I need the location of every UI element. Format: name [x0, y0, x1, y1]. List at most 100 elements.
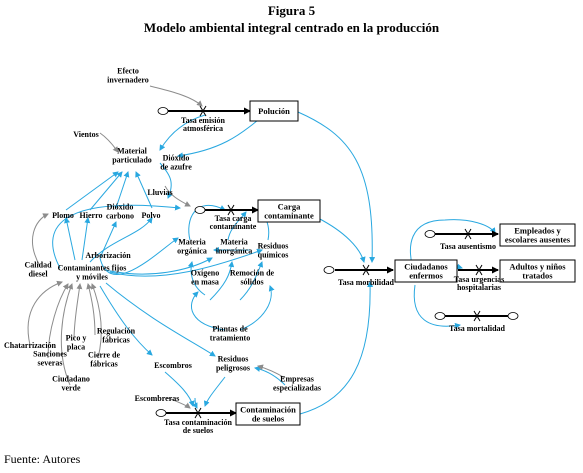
variable-materia_inorg-line: inorgánica — [216, 247, 252, 256]
stock-box-carga — [257, 199, 321, 223]
variable-material-line: Material — [117, 147, 148, 156]
variable-escombros-line: Escombros — [154, 361, 192, 370]
source-note: Fuente: Autores — [4, 452, 81, 466]
cloud-icons — [155, 107, 519, 417]
variable-pico-line: Pico y — [66, 334, 87, 343]
variable-oxigeno-line: en masa — [191, 278, 219, 287]
variable-plantas-line: tratamiento — [210, 334, 250, 343]
variable-regulacion-line: Regulación — [97, 327, 136, 336]
flow-label-tasa_carga-line: contaminante — [210, 222, 257, 231]
variable-chatarrizacion: Chatarrización — [4, 341, 57, 350]
variable-efecto-line: Efecto — [117, 67, 139, 76]
variable-hierro: Hierro — [80, 211, 103, 220]
variable-vientos-line: Vientos — [73, 130, 98, 139]
flow-label-tasa_ausentismo: Tasa ausentismo — [440, 242, 496, 251]
variable-residuos_quim-line: Residuos — [258, 242, 289, 251]
variable-material-line: particulado — [112, 156, 152, 165]
valve-icon — [473, 310, 481, 322]
variable-plomo: Plomo — [52, 211, 74, 220]
flow-label-tasa_ausentismo-line: Tasa ausentismo — [440, 242, 496, 251]
flow-label-tasa_carga-line: Tasa carga — [215, 214, 252, 223]
stock-label-adultos-line: Adultos y niños — [509, 262, 566, 272]
variable-contaminantes-line: Contaminantes fijos — [58, 264, 127, 273]
variable-residuos_pel-line: peligrosos — [216, 364, 250, 373]
figure-subtitle: Modelo ambiental integral centrado en la… — [143, 20, 440, 35]
variable-empresas-line: Empresas — [280, 375, 314, 384]
variable-calidad-line: Calidad — [24, 261, 52, 270]
constant-links — [27, 85, 286, 409]
variable-polvo-line: Polvo — [141, 211, 160, 220]
variable-ciudadano_verde-line: Ciudadano — [52, 375, 90, 384]
variable-materia_inorg-line: Materia — [220, 238, 248, 247]
variable-dioxido_carbono-line: Dióxido — [107, 203, 134, 212]
flow-label-tasa_urgencias-line: Tasa urgencias — [454, 275, 505, 284]
flow-label-tasa_morbilidad-line: Tasa morbilidad — [338, 278, 394, 287]
variable-remocion-line: sólidos — [240, 278, 263, 287]
variable-escombreras-line: Escombreras — [135, 394, 180, 403]
flow-label-tasa_emision-line: Tasa emisión — [181, 116, 225, 125]
stock-box-adultos — [499, 259, 576, 283]
variable-plomo-line: Plomo — [52, 211, 74, 220]
stock-label-carga-line: contaminante — [264, 211, 314, 221]
variable-cierre-line: fábricas — [90, 360, 118, 369]
valve-icons — [194, 105, 483, 419]
stock-label-adultos-line: tratados — [522, 271, 553, 281]
variable-ciudadano_verde-line: verde — [61, 384, 81, 393]
flow-label-tasa_urgencias-line: hospitalarias — [457, 283, 501, 292]
variable-sanciones-line: severas — [38, 359, 63, 368]
variable-dioxido_azufre-line: Dióxido — [163, 154, 190, 163]
cloud-icon — [434, 312, 446, 320]
variable-vientos: Vientos — [73, 130, 98, 139]
variable-dioxido_azufre-line: de azufre — [160, 163, 192, 172]
variable-residuos_quim-line: químicos — [258, 251, 289, 260]
variable-escombros: Escombros — [154, 361, 192, 370]
valve-icon — [475, 264, 483, 276]
stock-box-contam_suelos — [235, 402, 301, 426]
variable-oxigeno-line: Oxígeno — [191, 269, 219, 278]
variable-lluvias: Lluvias — [147, 188, 172, 197]
variable-efecto-line: invernadero — [107, 76, 149, 85]
valve-icon — [464, 228, 472, 240]
variable-cierre-line: Cierre de — [88, 351, 121, 360]
valve-icon — [199, 105, 207, 117]
stock-label-contam_suelos-line: Contaminación — [240, 405, 296, 415]
variable-plantas-line: Plantas de — [212, 325, 248, 334]
valve-icon — [194, 407, 202, 419]
stock-label-polucion: Polución — [258, 106, 290, 116]
cloud-icon — [323, 266, 335, 274]
variable-arborizacion-line: Arborización — [85, 251, 131, 260]
cloud-icon — [507, 312, 519, 320]
variable-contaminantes-line: y móviles — [76, 273, 108, 282]
flow-label-tasa_suelos-line: Tasa contaminación — [164, 418, 232, 427]
cloud-icon — [424, 230, 436, 238]
variable-sanciones-line: Sanciones — [33, 350, 67, 359]
variable-calidad-line: diesel — [28, 270, 48, 279]
stock-label-polucion-line: Polución — [258, 106, 290, 116]
variable-pico-line: placa — [67, 343, 85, 352]
cloud-icon — [157, 107, 169, 115]
stock-label-ciudadanos-line: Ciudadanos — [404, 262, 448, 272]
variable-polvo: Polvo — [141, 211, 160, 220]
